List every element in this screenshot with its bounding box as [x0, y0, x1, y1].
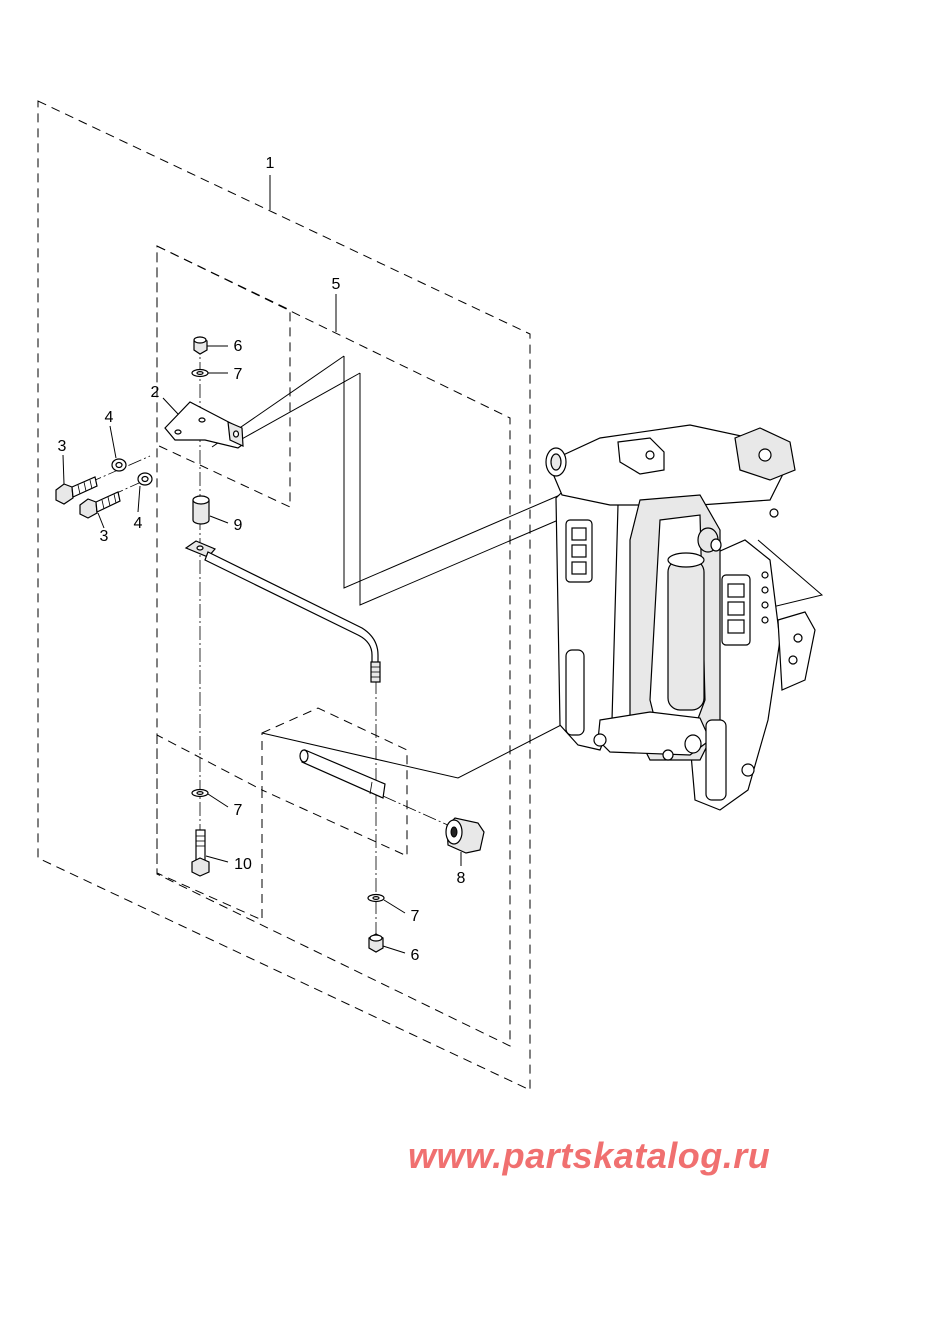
leader-10 [205, 855, 229, 863]
bolt-subgroup-box [156, 734, 263, 921]
projection-line-b [239, 372, 361, 441]
nut-part-6-top [193, 336, 208, 355]
leader-2 [162, 397, 179, 415]
shaft [299, 749, 386, 799]
group-box-5 [156, 245, 511, 1047]
leader-4-upper [109, 425, 117, 459]
washer-hole-top [196, 371, 204, 376]
callout-3-lower: 3 [100, 528, 109, 545]
callout-1: 1 [266, 155, 275, 172]
washer-hole-lower [372, 895, 380, 900]
leader-7-lower [383, 899, 406, 914]
callout-7-lower: 7 [411, 908, 420, 925]
washer-hole-middle [196, 790, 204, 795]
callout-9: 9 [234, 517, 243, 534]
centerline-knob [382, 795, 451, 827]
leader-7-middle [207, 793, 229, 808]
callout-4-upper: 4 [105, 409, 114, 426]
bracket-part-2 [164, 401, 244, 449]
callout-10: 10 [234, 856, 252, 873]
centerline-bolt-upper [67, 455, 151, 493]
leader-6-bottom [382, 945, 406, 954]
callout-7-top: 7 [234, 366, 243, 383]
callout-6-bottom: 6 [411, 947, 420, 964]
shaft-subgroup-box [261, 707, 408, 857]
callout-6-top: 6 [234, 338, 243, 355]
steering-link-rod [184, 540, 381, 683]
knob-part-8 [445, 817, 485, 854]
washer-part-4-upper [111, 458, 127, 472]
callout-8: 8 [457, 870, 466, 887]
bolt-part-3-lower [79, 491, 121, 519]
callout-5: 5 [332, 276, 341, 293]
callout-3-upper: 3 [58, 438, 67, 455]
group-box-1 [37, 100, 531, 1091]
projection-line-lower [359, 373, 571, 606]
clamp-bracket-assembly [545, 424, 816, 811]
callout-7-middle: 7 [234, 802, 243, 819]
leader-4-lower [137, 485, 141, 513]
bracket-subgroup-box [156, 245, 291, 508]
nut-part-6-bottom [368, 933, 384, 953]
projection-line-shaft [261, 704, 601, 779]
leader-3-upper [62, 454, 65, 485]
collar-part-9 [192, 495, 210, 525]
callout-4-lower: 4 [134, 515, 143, 532]
leader-3-lower [97, 512, 105, 529]
bolt-part-10 [191, 829, 210, 877]
callout-2: 2 [151, 384, 160, 401]
bolt-part-3-upper [55, 476, 98, 505]
projection-line-upper [343, 356, 561, 589]
projection-line-right [757, 539, 824, 611]
leader-9 [209, 515, 229, 524]
watermark-text: www.partskatalog.ru [408, 1135, 771, 1176]
washer-part-4-lower [137, 472, 153, 486]
